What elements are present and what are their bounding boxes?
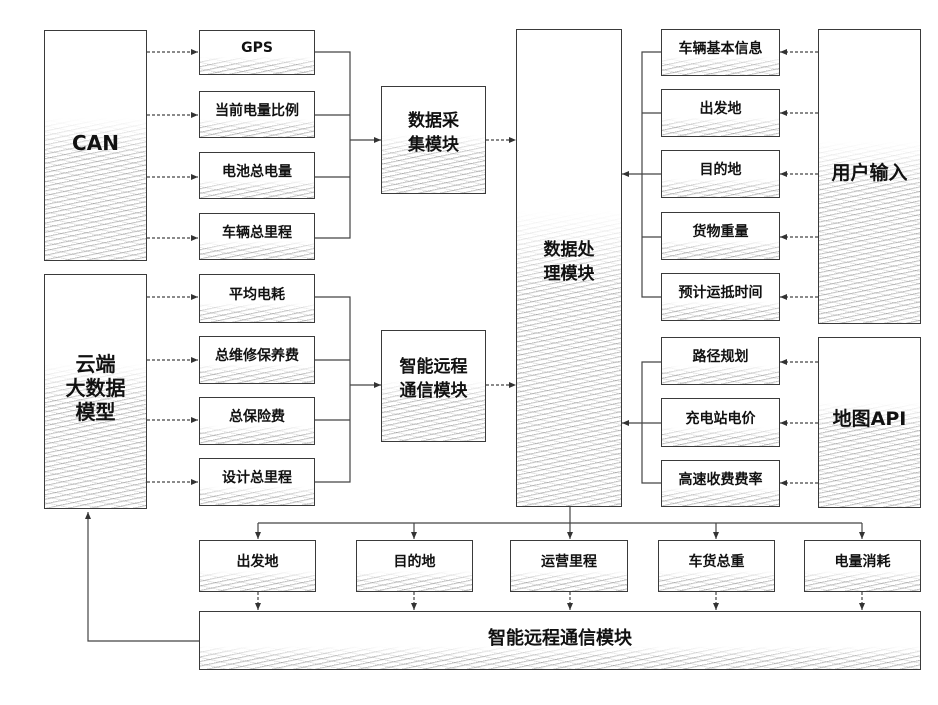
- user-item-label: 车辆基本信息: [679, 38, 763, 58]
- map-item-toll-rate: 高速收费费率: [661, 460, 780, 507]
- can-item-label: 车辆总里程: [222, 222, 292, 242]
- user-item-label: 货物重量: [693, 221, 749, 241]
- data-collection-module: 数据采 集模块: [381, 86, 486, 194]
- user-item-label: 预计运抵时间: [679, 282, 763, 302]
- map-api-label: 地图API: [833, 407, 907, 431]
- smart-comm-module-upper: 智能远程 通信模块: [381, 330, 486, 442]
- can-item-battery-total: 电池总电量: [199, 152, 315, 199]
- output-destination: 目的地: [356, 540, 473, 592]
- cloud-item-avg-consumption: 平均电耗: [199, 274, 315, 323]
- output-gross-weight: 车货总重: [658, 540, 775, 592]
- output-operating-mileage: 运营里程: [510, 540, 628, 592]
- output-label: 目的地: [394, 551, 436, 571]
- map-item-label: 高速收费费率: [679, 469, 763, 489]
- can-source-box: CAN: [44, 30, 147, 261]
- cloud-item-insurance-cost: 总保险费: [199, 397, 315, 445]
- output-label: 出发地: [237, 551, 279, 571]
- user-input-label: 用户输入: [831, 161, 907, 185]
- data-processing-label: 数据处 理模块: [544, 238, 595, 286]
- cloud-model-box: 云端 大数据 模型: [44, 274, 147, 509]
- data-processing-module: 数据处 理模块: [516, 29, 622, 507]
- cloud-item-label: 总保险费: [229, 406, 285, 426]
- user-input-box: 用户输入: [818, 29, 921, 324]
- can-item-label: GPS: [241, 40, 273, 56]
- can-item-label: 当前电量比例: [215, 100, 299, 120]
- can-item-current-charge: 当前电量比例: [199, 91, 315, 138]
- user-item-origin: 出发地: [661, 89, 780, 137]
- map-item-label: 路径规划: [693, 346, 749, 366]
- output-energy-consumption: 电量消耗: [804, 540, 921, 592]
- cloud-item-maintenance-cost: 总维修保养费: [199, 336, 315, 384]
- user-item-vehicle-info: 车辆基本信息: [661, 29, 780, 76]
- can-item-gps: GPS: [199, 30, 315, 75]
- cloud-item-design-mileage: 设计总里程: [199, 458, 315, 506]
- output-origin: 出发地: [199, 540, 316, 592]
- map-api-box: 地图API: [818, 337, 921, 508]
- smart-comm-upper-label: 智能远程 通信模块: [400, 355, 468, 403]
- user-item-label: 出发地: [700, 98, 742, 118]
- output-label: 运营里程: [541, 551, 597, 571]
- cloud-item-label: 总维修保养费: [215, 345, 299, 365]
- can-item-vehicle-mileage: 车辆总里程: [199, 213, 315, 260]
- user-item-destination: 目的地: [661, 150, 780, 198]
- cloud-model-label: 云端 大数据 模型: [66, 352, 126, 424]
- user-item-cargo-weight: 货物重量: [661, 212, 780, 260]
- user-item-label: 目的地: [700, 159, 742, 179]
- user-item-eta: 预计运抵时间: [661, 273, 780, 321]
- output-label: 电量消耗: [835, 551, 891, 571]
- map-item-label: 充电站电价: [686, 408, 756, 428]
- cloud-item-label: 平均电耗: [229, 284, 285, 304]
- map-item-route-planning: 路径规划: [661, 337, 780, 385]
- cloud-item-label: 设计总里程: [222, 467, 292, 487]
- can-item-label: 电池总电量: [222, 161, 292, 181]
- can-source-label: CAN: [72, 131, 119, 155]
- data-collection-label: 数据采 集模块: [408, 109, 459, 157]
- map-item-charging-price: 充电站电价: [661, 398, 780, 447]
- output-label: 车货总重: [689, 551, 745, 571]
- smart-comm-bottom-label: 智能远程通信模块: [488, 624, 632, 650]
- smart-comm-module-bottom: 智能远程通信模块: [199, 611, 921, 670]
